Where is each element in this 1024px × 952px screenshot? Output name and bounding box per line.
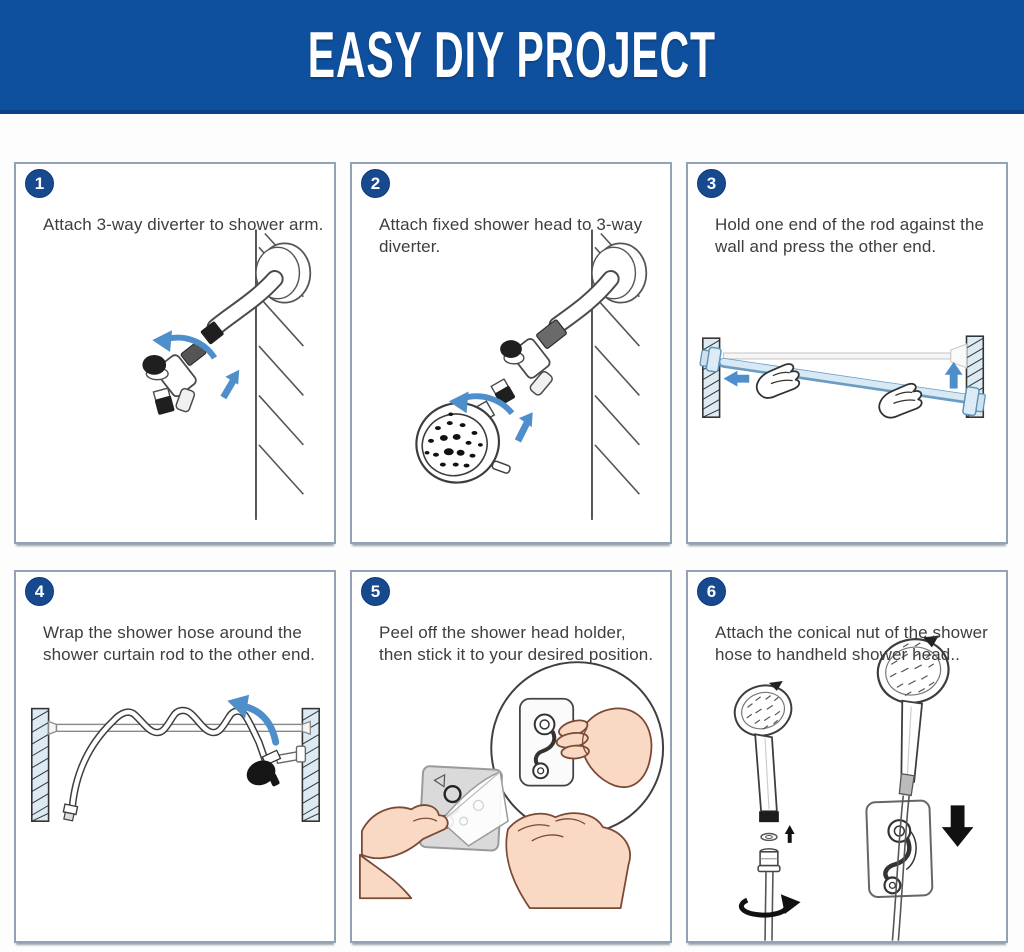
hand-right	[878, 382, 923, 419]
dock-down-arrow-icon	[941, 805, 974, 847]
illustration-peel-and-stick-holder	[359, 661, 665, 909]
page-title: EASY DIY PROJECT	[307, 18, 717, 92]
step-number-badge: 2	[361, 169, 390, 198]
step-panel-5: 5 Peel off the shower head holder, then …	[350, 570, 672, 943]
left-wall	[31, 707, 50, 822]
magnifier-circle	[490, 661, 665, 836]
illustration-nut-to-handheld-head	[733, 635, 974, 941]
nozzle-dots	[424, 412, 483, 468]
illustration-diverter-to-shower-arm	[142, 229, 312, 520]
step-number-badge: 5	[361, 577, 390, 606]
peeling-backing-sheet	[439, 770, 509, 847]
step-caption: Hold one end of the rod against the wall…	[715, 215, 985, 257]
small-up-arrow-icon	[784, 825, 795, 843]
step-number-badge: 4	[25, 577, 54, 606]
step-number-badge: 1	[25, 169, 54, 198]
step-number-badge: 3	[697, 169, 726, 198]
rotate-arrow-icon	[738, 894, 801, 918]
step-caption: Attach 3-way diverter to shower arm.	[43, 215, 324, 234]
rod-left-cap	[699, 346, 722, 373]
rotate-arrow-icon	[152, 330, 218, 360]
header-banner: EASY DIY PROJECT	[0, 0, 1024, 114]
fixed-shower-head	[415, 400, 511, 484]
step-caption: Peel off the shower head holder, then st…	[379, 623, 654, 665]
step-number-badge: 6	[697, 577, 726, 606]
tension-rod	[699, 346, 986, 417]
shower-arm	[200, 270, 284, 345]
shower-arm	[548, 270, 620, 335]
illustration-tension-rod-between-walls	[699, 335, 986, 419]
handheld-head-right	[876, 635, 950, 941]
rotate-arrow-icon	[448, 391, 515, 416]
hand-pressing-holder	[555, 707, 653, 788]
step-panel-4: 4 Wrap the shower hose around the shower…	[14, 570, 336, 943]
wrap-arrow-icon	[227, 694, 280, 746]
step-panel-1: 1 Attach 3-way diverter to shower arm.	[14, 162, 336, 544]
illustration-fixed-head-to-diverter	[415, 229, 648, 520]
step-panel-6: 6 Attach the conical nut of the shower h…	[686, 570, 1008, 943]
step-panel-3: 3 Hold one end of the rod against the wa…	[686, 162, 1008, 544]
three-way-diverter	[142, 341, 207, 415]
handheld-diverter	[246, 749, 282, 787]
step-caption: Attach fixed shower head to 3-way divert…	[379, 215, 643, 257]
push-arrow-icon	[514, 412, 533, 443]
hand-left-peeling	[359, 804, 449, 900]
holder-plate-zoom	[518, 697, 575, 787]
hand-right-holding-sheet	[505, 812, 631, 909]
rod-right-cap	[962, 386, 986, 417]
press-left-arrow-icon	[723, 370, 750, 387]
step-caption: Wrap the shower hose around the shower c…	[43, 623, 315, 665]
attached-diverter	[490, 319, 567, 406]
hand-left	[755, 363, 801, 399]
push-arrow-icon	[220, 369, 240, 400]
curtain-rod	[47, 720, 311, 736]
illustration-hose-wrapped-on-rod	[31, 694, 320, 822]
hose-end-connector	[62, 803, 79, 822]
step-caption: Attach the conical nut of the shower hos…	[715, 623, 988, 665]
press-up-arrow-icon	[944, 361, 963, 389]
ghost-rod-position	[722, 343, 968, 369]
conical-nut	[757, 848, 781, 873]
wall-connector	[275, 745, 307, 765]
step-panel-2: 2 Attach fixed shower head to 3-way dive…	[350, 162, 672, 544]
handheld-head-left	[733, 680, 801, 941]
